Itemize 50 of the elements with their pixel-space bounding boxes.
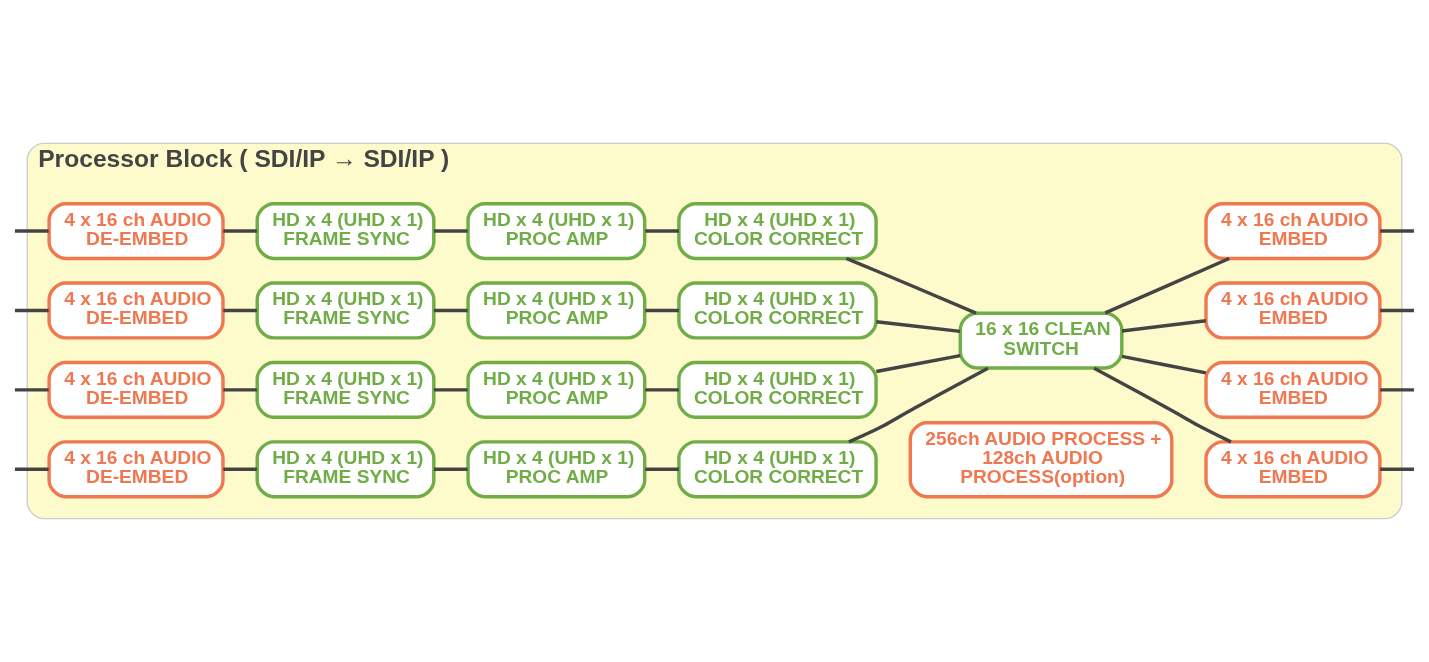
- connector: [433, 467, 468, 471]
- connector: [645, 308, 679, 313]
- node-box: HD x 4 (UHD x 1) COLOR CORRECT: [677, 201, 878, 261]
- node-box: HD x 4 (UHD x 1) PROC AMP: [466, 440, 647, 499]
- node-box: 256ch AUDIO PROCESS + 128ch AUDIO PROCESS(option): [908, 421, 1174, 499]
- connector: [223, 388, 257, 392]
- connector: [845, 256, 977, 315]
- connector: [1104, 256, 1230, 315]
- connector: [433, 388, 468, 392]
- connector: [14, 388, 49, 392]
- node-box: 4 x 16 ch AUDIO DE-EMBED: [47, 440, 225, 499]
- connector: [1093, 366, 1232, 444]
- node-box: 4 x 16 ch AUDIO EMBED: [1204, 201, 1382, 261]
- connector: [223, 308, 257, 313]
- node-box: 4 x 16 ch AUDIO EMBED: [1204, 360, 1382, 419]
- node-box: HD x 4 (UHD x 1) COLOR CORRECT: [677, 281, 878, 340]
- connector: [14, 308, 49, 313]
- node-box: 4 x 16 ch AUDIO DE-EMBED: [47, 360, 225, 419]
- connector: [645, 388, 679, 392]
- connector: [1380, 388, 1414, 392]
- connector: [1380, 467, 1414, 471]
- connector: [876, 353, 961, 374]
- connector: [1380, 308, 1414, 313]
- connector: [223, 467, 257, 471]
- connector: [645, 229, 679, 233]
- node-box: HD x 4 (UHD x 1) FRAME SYNC: [255, 201, 436, 261]
- node-box: HD x 4 (UHD x 1) PROC AMP: [466, 360, 647, 419]
- node-box: HD x 4 (UHD x 1) PROC AMP: [466, 201, 647, 261]
- connector: [1121, 354, 1207, 375]
- connector: [645, 467, 679, 471]
- connector: [433, 229, 468, 233]
- node-box: HD x 4 (UHD x 1) PROC AMP: [466, 281, 647, 340]
- connector: [1380, 229, 1414, 233]
- node-box: HD x 4 (UHD x 1) FRAME SYNC: [255, 440, 436, 499]
- connector: [1121, 319, 1207, 333]
- node-box: HD x 4 (UHD x 1) COLOR CORRECT: [677, 360, 878, 419]
- node-box: 4 x 16 ch AUDIO DE-EMBED: [47, 281, 225, 340]
- node-box: HD x 4 (UHD x 1) FRAME SYNC: [255, 360, 436, 419]
- connector: [14, 229, 49, 233]
- connector: [14, 467, 49, 471]
- connector: [433, 308, 468, 313]
- node-box: 4 x 16 ch AUDIO EMBED: [1204, 281, 1382, 340]
- connector: [876, 320, 961, 334]
- node-box: HD x 4 (UHD x 1) COLOR CORRECT: [677, 440, 878, 499]
- node-box: HD x 4 (UHD x 1) FRAME SYNC: [255, 281, 436, 340]
- node-box: 4 x 16 ch AUDIO DE-EMBED: [47, 201, 225, 261]
- node-box: 4 x 16 ch AUDIO EMBED: [1204, 440, 1382, 499]
- connector: [223, 229, 257, 233]
- node-box: 16 x 16 CLEAN SWITCH: [958, 311, 1124, 370]
- connector: [848, 366, 989, 444]
